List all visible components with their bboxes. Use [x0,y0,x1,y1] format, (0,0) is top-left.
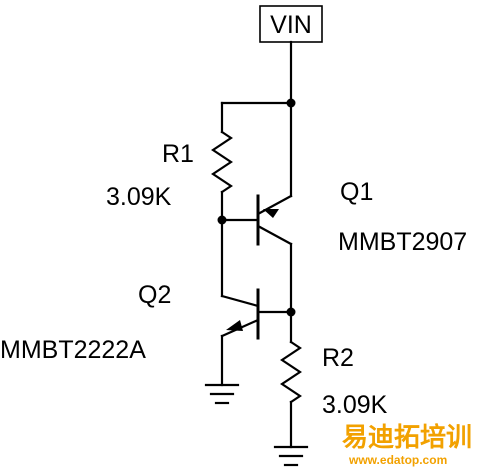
watermark: 易迪拓培训 www.edatop.com [342,423,472,467]
ground-symbol-left [204,383,240,405]
r2-name: R2 [322,344,354,372]
q2-emitter-arrow [226,320,243,331]
vin-node: VIN [259,5,323,43]
resistor-r2: R2 3.09K [280,310,388,449]
ground-symbol-right [273,445,309,467]
top-rail [220,40,296,108]
r2-value: 3.09K [322,391,388,419]
r1-value: 3.09K [106,183,172,211]
vin-label: VIN [270,11,312,39]
q2-name: Q2 [138,281,171,309]
watermark-url: www.edatop.com [348,453,447,467]
q2-collector-wire [220,218,260,308]
transistor-q1: Q1 MMBT2907 [217,101,467,314]
watermark-text: 易迪拓培训 [342,423,472,453]
vin-box [259,5,323,43]
transistor-q2: Q2 MMBT2222A [0,281,296,387]
r1-name: R1 [162,140,194,168]
q1-part: MMBT2907 [338,228,467,256]
q2-part: MMBT2222A [0,336,146,364]
q1-name: Q1 [340,178,373,206]
resistor-r1: R1 3.09K [106,101,233,222]
q1-emitter-arrow [263,209,279,218]
